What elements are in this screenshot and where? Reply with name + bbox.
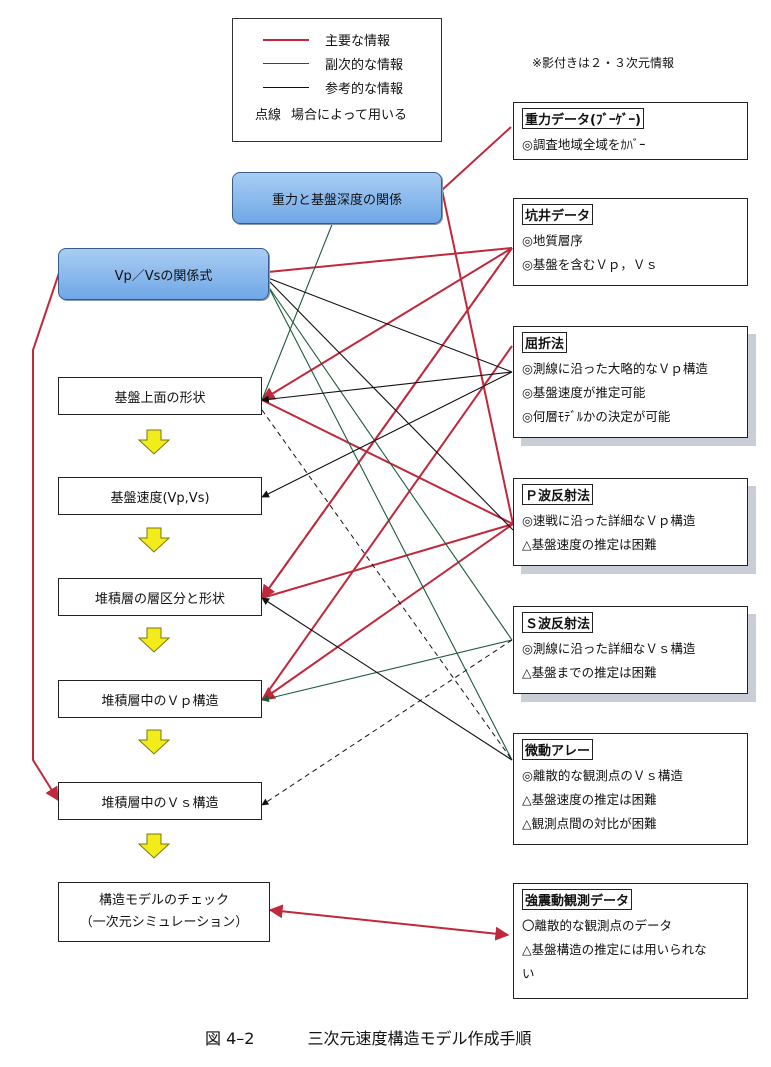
down-arrow-icon: [137, 527, 171, 553]
link-vpvs-s5: [32, 272, 60, 802]
legend-dotted: 点線 場合によって用いる: [233, 103, 441, 125]
down-arrow-icon: [137, 729, 171, 755]
legend-main-swatch: [263, 39, 309, 41]
source-borehole-line: ◎地質層序: [522, 233, 583, 248]
source-strong-motion: 強震動観測データ 〇離散的な観測点のデータ △基盤構造の推定には用いられな い: [513, 883, 748, 999]
source-refraction-line: ◎基盤速度が推定可能: [522, 385, 646, 400]
source-borehole: 坑井データ ◎地質層序 ◎基盤を含むＶｐ，Ｖｓ: [513, 198, 748, 286]
source-refraction-line: ◎何層ﾓﾃﾞﾙかの決定が可能: [522, 409, 671, 424]
figure-title: 三次元速度構造モデル作成手順: [307, 1029, 532, 1048]
source-microtremor-line: ◎離散的な観測点のＶｓ構造: [522, 768, 683, 783]
legend-secondary-label: 副次的な情報: [325, 58, 404, 73]
legend-dotted-prefix: 点線: [255, 108, 282, 123]
step-sediment-vs: 堆積層中のＶｓ構造: [58, 782, 262, 820]
legend: 主要な情報 副次的な情報 参考的な情報 点線 場合によって用いる: [232, 18, 442, 142]
step-model-check-label: 構造モデルのチェック: [98, 893, 229, 908]
source-gravity: 重力データ(ﾌﾞｰｹﾞｰ) ◎調査地域全域をｶﾊﾞｰ: [513, 102, 748, 160]
link-preflection-s1: [261, 399, 514, 525]
link-refraction-s4: [261, 345, 513, 701]
link-vpvs-borehole: [267, 247, 513, 273]
legend-reference: 参考的な情報: [233, 77, 441, 99]
source-microtremor-line: △観測点間の対比が困難: [522, 816, 657, 831]
link-sreflection-s4: [261, 639, 513, 703]
step-arrows: [137, 429, 171, 859]
source-s-reflection: Ｓ波反射法 ◎測線に沿った詳細なＶｓ構造 △基盤までの推定は困難: [513, 606, 748, 694]
legend-dotted-label: 場合によって用いる: [291, 108, 407, 123]
source-strong-motion-line: △基盤構造の推定には用いられな: [522, 942, 707, 957]
step-model-check-sublabel: （一次元シミュレーション）: [79, 915, 249, 930]
source-strong-motion-title: 強震動観測データ: [522, 889, 633, 910]
step-basement-velocity: 基盤速度(Vp,Vs): [58, 477, 262, 515]
down-arrow-icon: [137, 833, 171, 859]
link-sreflection-s5-dashed: [261, 639, 513, 806]
source-p-reflection: Ｐ波反射法 ◎速戦に沿った詳細なＶｐ構造 △基盤速度の推定は困難: [513, 478, 748, 566]
link-preflection-s4: [260, 523, 514, 701]
vpvs-relation-label: Vp／Vsの関係式: [114, 268, 213, 284]
source-s-reflection-line: △基盤までの推定は困難: [522, 665, 657, 680]
source-p-reflection-line: ◎速戦に沿った詳細なＶｐ構造: [522, 513, 696, 528]
legend-main-label: 主要な情報: [325, 34, 391, 49]
source-refraction-line: ◎測線に沿った大略的なＶｐ構造: [522, 361, 708, 376]
source-borehole-title: 坑井データ: [522, 204, 594, 225]
link-refraction-s1: [261, 371, 513, 404]
vpvs-relation-box: Vp／Vsの関係式: [58, 248, 269, 300]
source-borehole-line: ◎基盤を含むＶｐ，Ｖｓ: [522, 257, 658, 272]
figure-number: 図 4–2: [205, 1029, 255, 1048]
shadow-note: ※影付きは２・３次元情報: [532, 56, 675, 70]
link-preflection-s3: [261, 523, 514, 599]
source-s-reflection-line: ◎測線に沿った詳細なＶｓ構造: [522, 641, 696, 656]
source-refraction-title: 屈折法: [522, 332, 568, 353]
legend-main: 主要な情報: [233, 29, 441, 51]
legend-secondary: 副次的な情報: [233, 53, 441, 75]
link-vpvs-sreflection: [267, 285, 513, 641]
link-refraction-s2: [261, 371, 513, 498]
legend-reference-swatch: [263, 87, 309, 88]
gravity-depth-relation-label: 重力と基盤深度の関係: [271, 192, 402, 208]
step-model-check: 構造モデルのチェック （一次元シミュレーション）: [58, 882, 270, 942]
source-s-reflection-title: Ｓ波反射法: [522, 612, 594, 633]
link-borehole-s3: [261, 247, 513, 600]
step-sediment-vp: 堆積層中のＶｐ構造: [58, 680, 262, 718]
source-strong-motion-line: い: [522, 966, 535, 981]
source-p-reflection-line: △基盤速度の推定は困難: [522, 537, 657, 552]
source-p-reflection-title: Ｐ波反射法: [522, 484, 594, 505]
step-sediment-vp-label: 堆積層中のＶｐ構造: [101, 693, 219, 709]
step-basement-velocity-label: 基盤速度(Vp,Vs): [110, 490, 210, 506]
step-sediment-layers: 堆積層の層区分と形状: [58, 578, 262, 616]
step-basement-shape-label: 基盤上面の形状: [114, 390, 206, 406]
source-microtremor-line: △基盤速度の推定は困難: [522, 792, 657, 807]
link-vpvs-preflection: [267, 279, 514, 531]
legend-reference-label: 参考的な情報: [325, 82, 404, 97]
down-arrow-icon: [137, 429, 171, 455]
link-microtremor-s3: [261, 597, 513, 761]
figure-caption: 図 4–2 三次元速度構造モデル作成手順: [205, 1025, 532, 1049]
gravity-depth-relation-box: 重力と基盤深度の関係: [232, 172, 442, 224]
source-gravity-line: ◎調査地域全域をｶﾊﾞｰ: [522, 137, 646, 152]
source-refraction: 屈折法 ◎測線に沿った大略的なＶｐ構造 ◎基盤速度が推定可能 ◎何層ﾓﾃﾞﾙかの…: [513, 326, 748, 438]
link-check-strongmotion: [268, 904, 510, 941]
link-gravity-s1: [261, 221, 334, 401]
link-vpvs-microtremor: [267, 285, 513, 761]
link-vpvs-refraction: [267, 277, 513, 373]
link-gravity-preflection: [441, 189, 514, 525]
reference-info-lines: [261, 277, 514, 761]
down-arrow-icon: [137, 627, 171, 653]
legend-secondary-swatch: [263, 63, 309, 64]
link-gravity-relation: [441, 126, 512, 191]
step-basement-shape: 基盤上面の形状: [58, 377, 262, 415]
step-sediment-vs-label: 堆積層中のＶｓ構造: [101, 795, 219, 811]
secondary-info-lines: [261, 221, 513, 761]
reference-dashed-lines: [261, 409, 513, 806]
source-gravity-title: 重力データ(ﾌﾞｰｹﾞｰ): [522, 108, 644, 129]
step-sediment-layers-label: 堆積層の層区分と形状: [94, 591, 225, 607]
main-info-lines: [32, 126, 514, 941]
source-microtremor: 微動アレー ◎離散的な観測点のＶｓ構造 △基盤速度の推定は困難 △観測点間の対比…: [513, 733, 748, 845]
source-strong-motion-line: 〇離散的な観測点のデータ: [522, 918, 673, 933]
source-microtremor-title: 微動アレー: [522, 739, 594, 760]
